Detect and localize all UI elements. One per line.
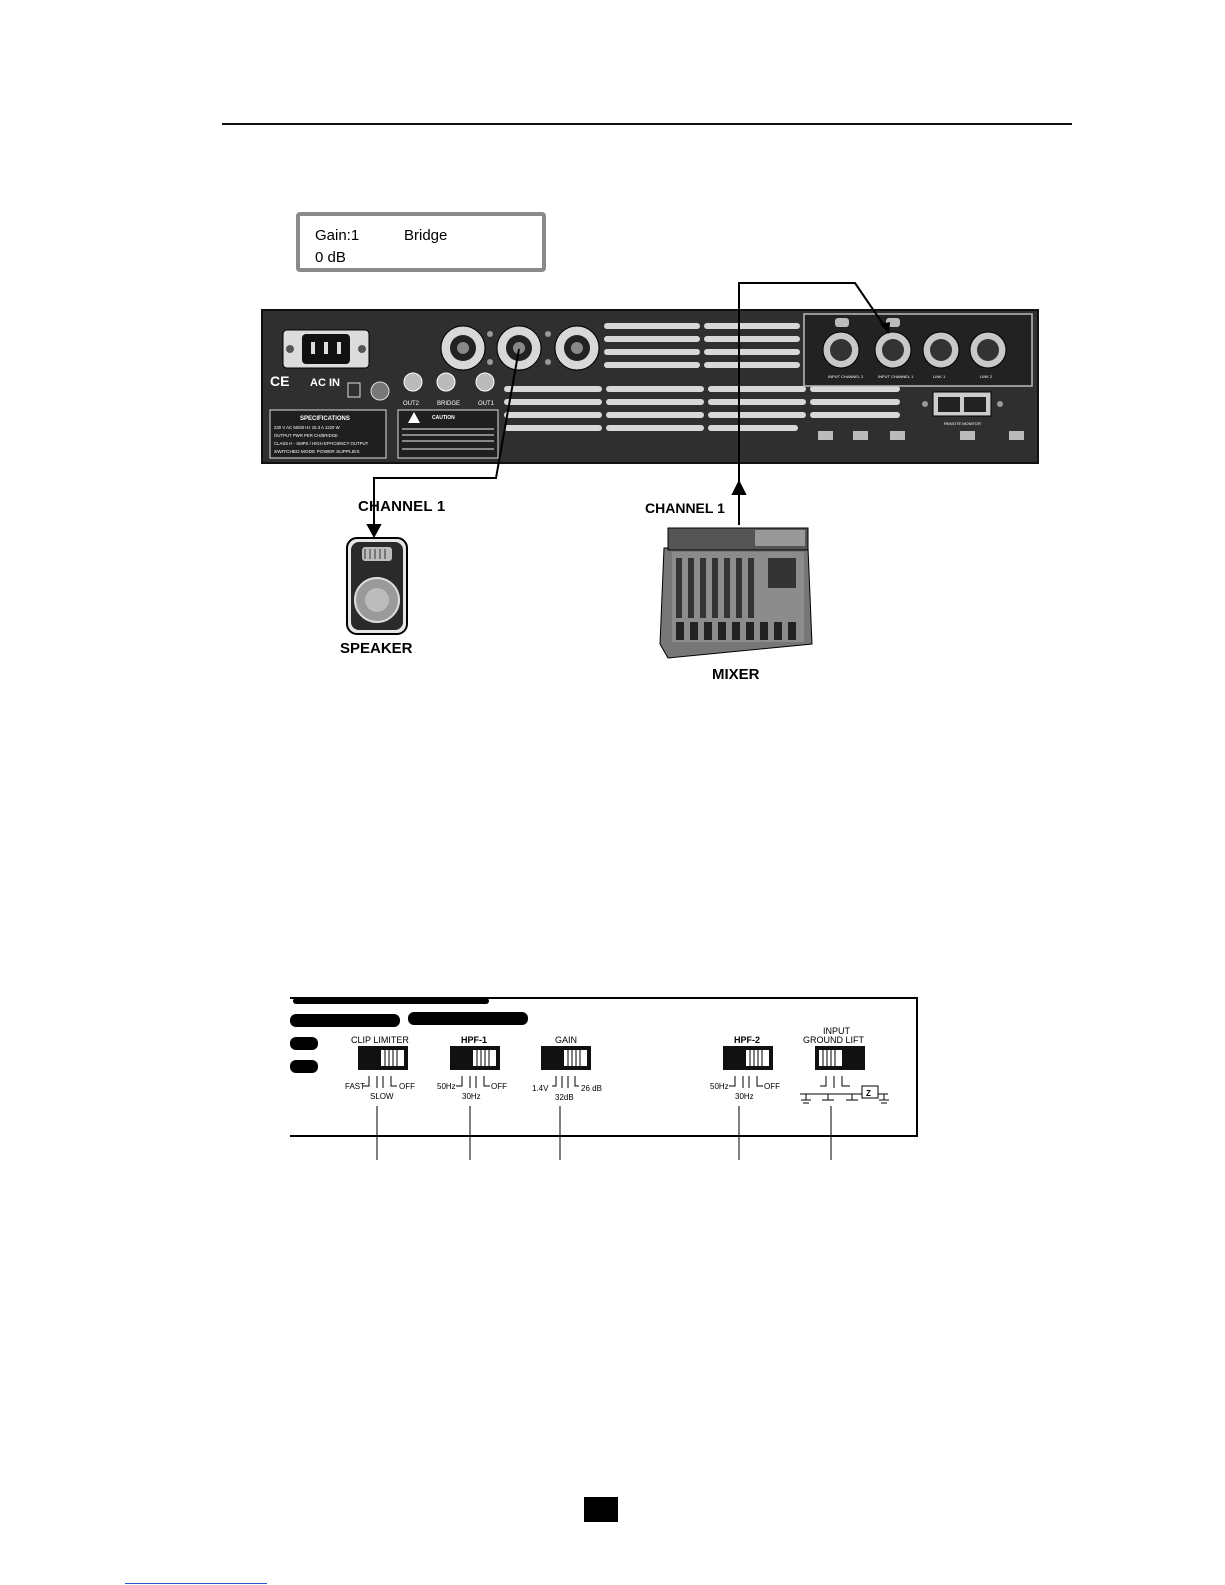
hpf1-30hz: 30Hz <box>462 1092 481 1101</box>
out2-label: OUT2 <box>403 401 420 407</box>
ground-lift-z: Z <box>866 1089 871 1098</box>
hpf2-title: HPF-2 <box>734 1035 760 1045</box>
spec-line-4: SWITCHED MODE POWER SUPPLIES <box>274 449 360 455</box>
binding-posts <box>403 372 495 392</box>
vent-slots <box>504 323 900 431</box>
speaker-label: SPEAKER <box>340 640 413 657</box>
fuse-icon <box>370 381 390 401</box>
footer-rule <box>125 1583 267 1584</box>
clip-limiter-switch[interactable] <box>358 1046 408 1088</box>
xlr-connectors <box>822 318 1007 369</box>
bridge-label: BRIDGE <box>437 401 460 407</box>
leader-lines <box>376 1106 832 1160</box>
connection-diagram: CE AC IN OUT2 BRIDGE OUT1 SPECIFICATIONS… <box>261 282 1039 683</box>
clip-limiter-off: OFF <box>399 1082 415 1091</box>
mixer-label: MIXER <box>712 666 760 683</box>
gain-switch[interactable] <box>541 1046 591 1088</box>
hpf1-off: OFF <box>491 1082 507 1091</box>
gain-32db: 32dB <box>555 1093 574 1102</box>
lcd-db-text: 0 dB <box>315 249 346 266</box>
lcd-mode-text: Bridge <box>404 227 448 244</box>
clip-limiter-slow: SLOW <box>370 1092 394 1101</box>
input-ch2-label: INPUT CHANNEL 2 <box>828 374 864 379</box>
clip-limiter-fast: FAST <box>345 1082 365 1091</box>
hpf2-30hz: 30Hz <box>735 1092 754 1101</box>
ground-lift-switch[interactable] <box>815 1046 865 1088</box>
signal-cable-mixer <box>731 282 890 525</box>
clip-limiter-title: CLIP LIMITER <box>351 1035 409 1045</box>
ac-in-label: AC IN <box>310 377 340 389</box>
hpf2-off: OFF <box>764 1082 780 1091</box>
lcd-gain-text: Gain:1 <box>315 227 360 244</box>
ground-lift-title-1: INPUT <box>823 1026 851 1036</box>
speakon-outputs <box>440 325 600 371</box>
lcd-display: Gain:1 Bridge 0 dB <box>296 212 546 272</box>
input-ch1-label: INPUT CHANNEL 1 <box>878 374 914 379</box>
caution-title: CAUTION <box>432 415 455 421</box>
speaker-channel-label: CHANNEL 1 <box>358 498 445 515</box>
remote-label: REMOTE MONITOR <box>944 421 981 426</box>
ce-mark: CE <box>270 373 289 389</box>
spec-line-3: CLASS H - SMPS / HIGH EFFICIENCY OUTPUT <box>274 441 369 446</box>
panel-switches <box>818 431 1024 440</box>
speaker-icon <box>346 537 408 635</box>
page-number-box <box>584 1497 618 1522</box>
ac-inlet <box>282 329 370 369</box>
ground-symbols <box>800 1085 889 1104</box>
spec-title: SPECIFICATIONS <box>300 416 350 422</box>
link1-label: LINK 1 <box>933 374 946 379</box>
spec-line-1: 230 V AC 50/60 Hz 15.3 A 1220 W <box>274 425 341 430</box>
ground-lift-title-2: GROUND LIFT <box>803 1035 865 1045</box>
hpf1-50hz: 50Hz <box>437 1082 456 1091</box>
gain-26db: 26 dB <box>581 1084 602 1093</box>
hpf1-title: HPF-1 <box>461 1035 487 1045</box>
hpf2-50hz: 50Hz <box>710 1082 729 1091</box>
gain-title: GAIN <box>555 1035 577 1045</box>
remote-ports <box>922 391 1003 417</box>
speaker-cable <box>366 348 520 539</box>
spec-line-2: OUTPUT PWR PER CH/BRIDGE <box>274 433 338 438</box>
caution-label: CAUTION <box>397 409 499 459</box>
out1-label: OUT1 <box>478 401 495 407</box>
weee-icon <box>347 382 361 398</box>
header-rule <box>222 123 1072 125</box>
gain-1-4v: 1.4V <box>532 1084 549 1093</box>
switch-detail-diagram: CLIP LIMITER FAST OFF SLOW HPF-1 50Hz OF… <box>290 997 918 1160</box>
mixer-channel-label: CHANNEL 1 <box>645 500 725 516</box>
hpf2-switch[interactable] <box>723 1046 773 1088</box>
mixer-icon <box>659 527 813 659</box>
specifications-label: SPECIFICATIONS 230 V AC 50/60 Hz 15.3 A … <box>269 409 387 459</box>
link2-label: LINK 2 <box>980 374 993 379</box>
hpf1-switch[interactable] <box>450 1046 500 1088</box>
